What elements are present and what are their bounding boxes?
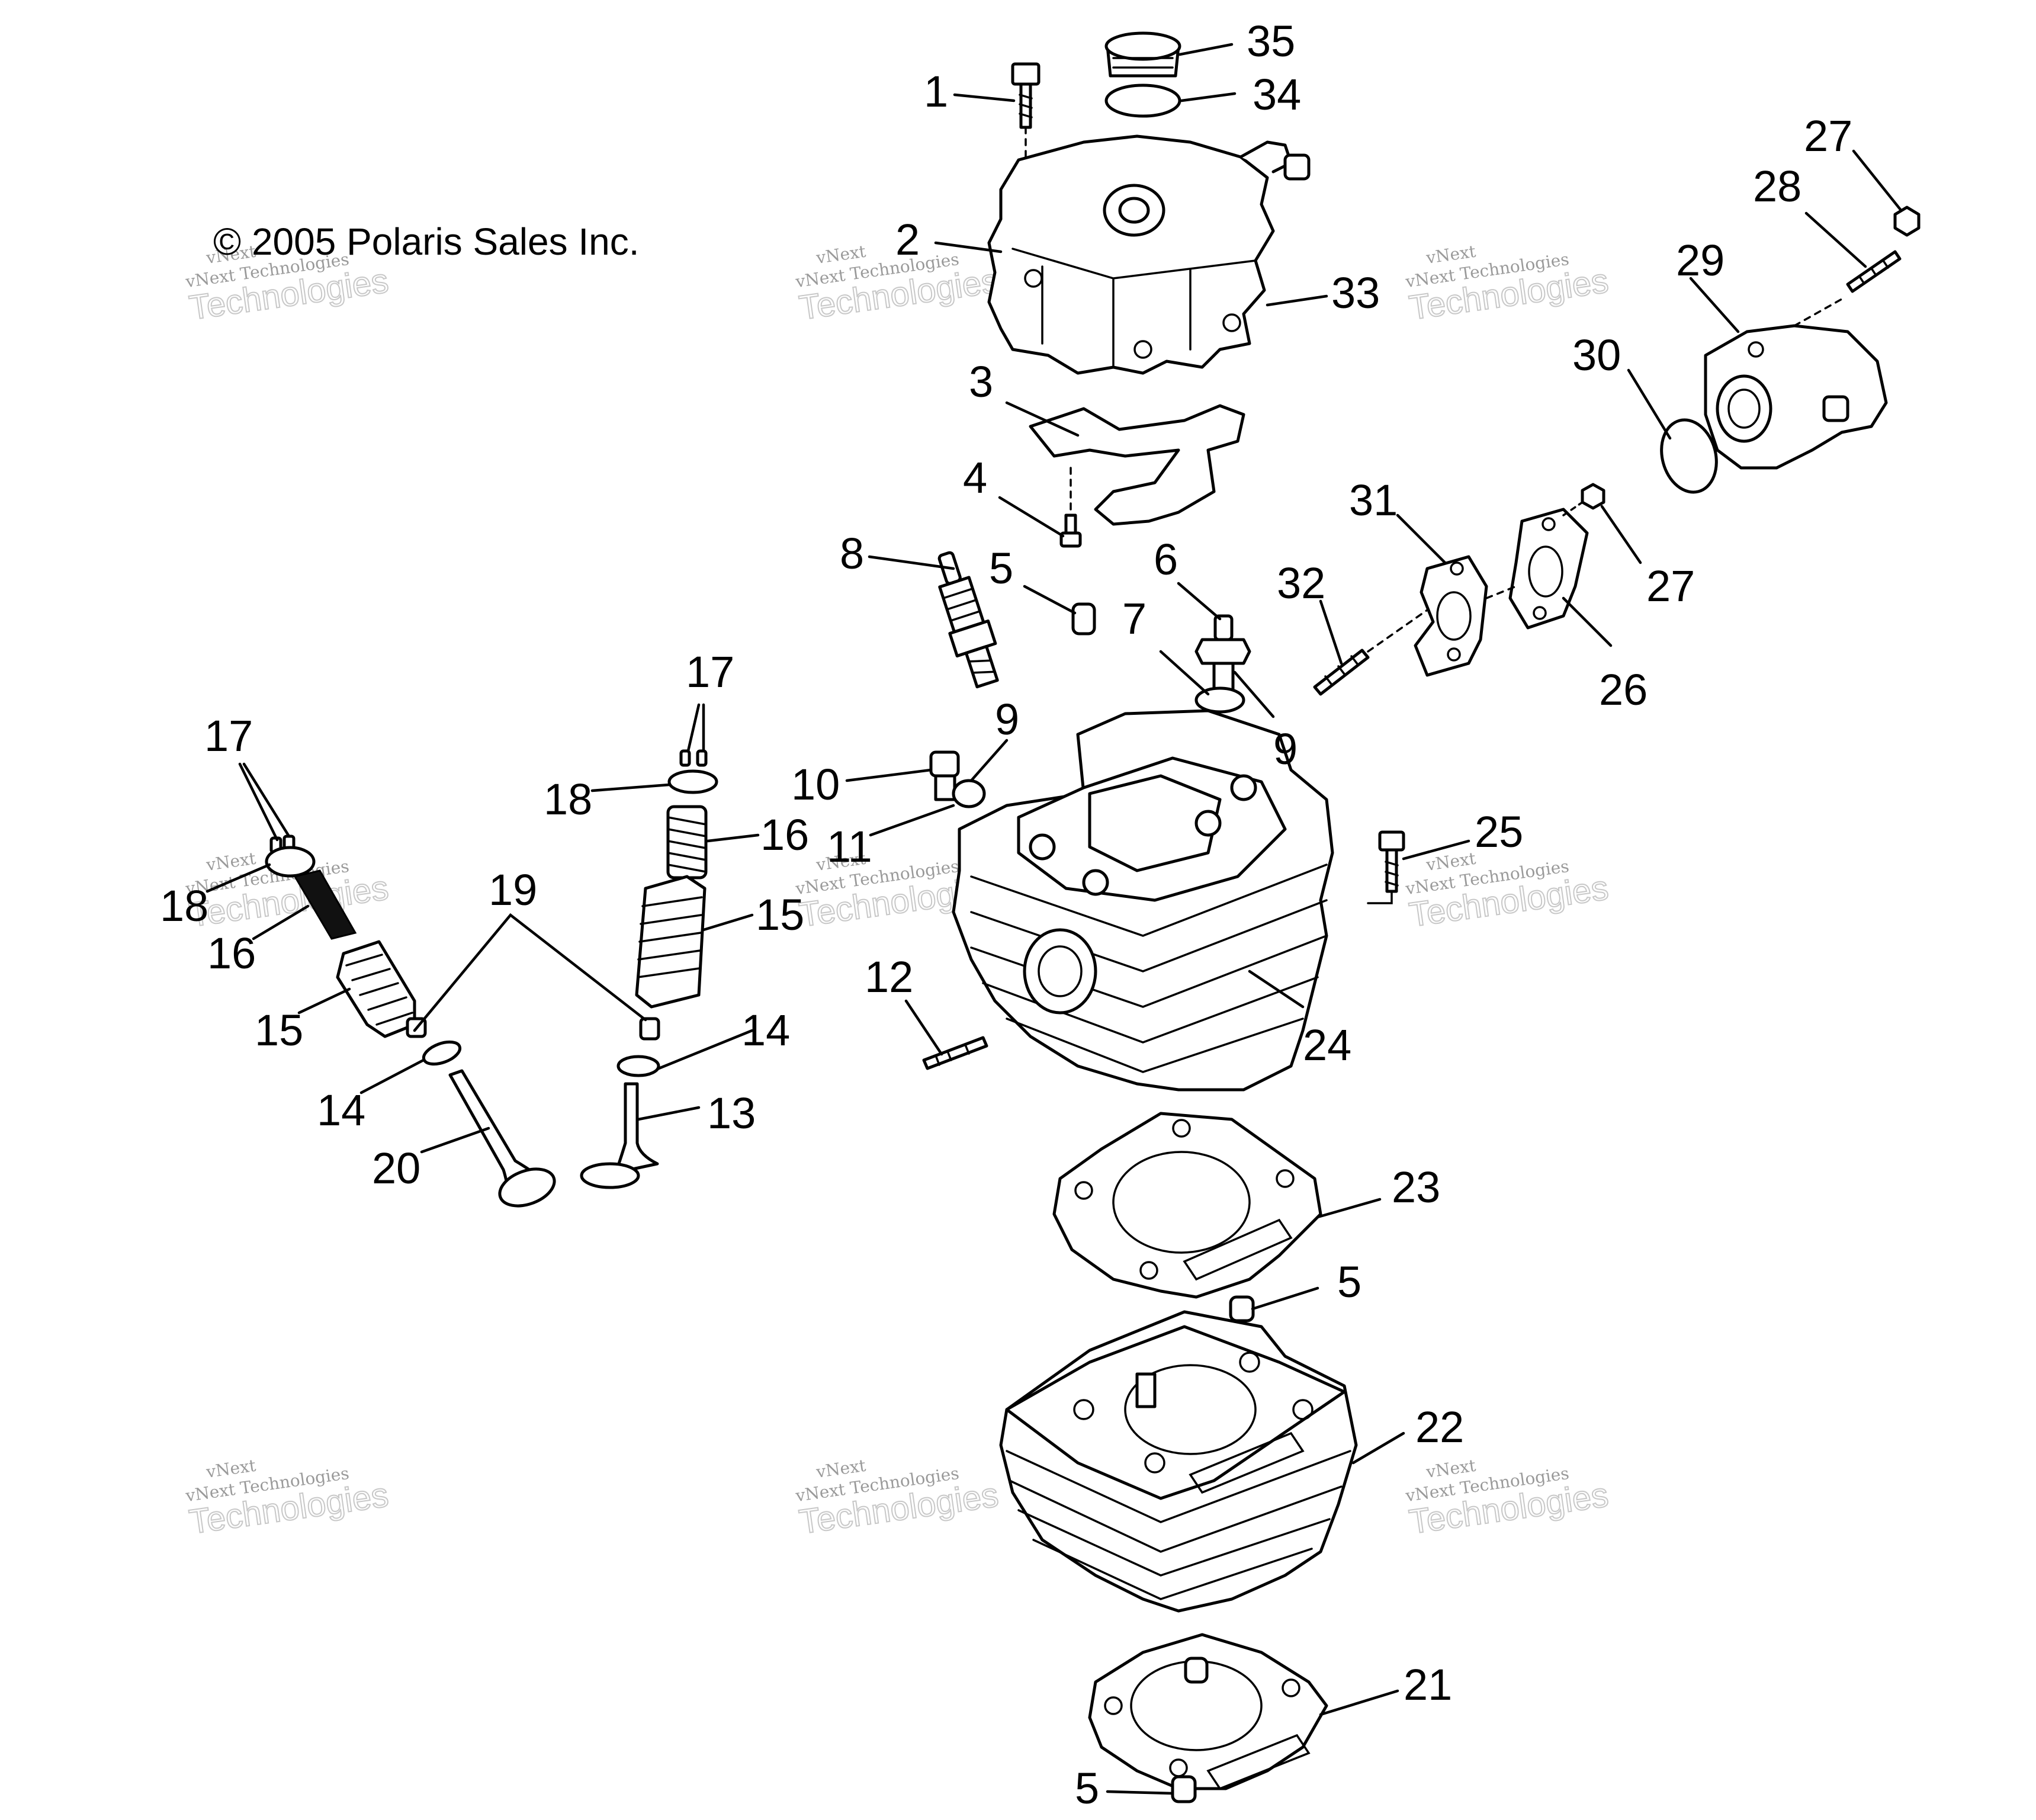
watermark-low-left: vNext vNext Technologies Technologies [184, 1456, 391, 1542]
callout-14-left: 14 [317, 1086, 365, 1135]
part-6-sensor [1194, 614, 1251, 692]
callout-8: 8 [840, 529, 864, 578]
callout-14-right: 14 [741, 1006, 790, 1055]
callout-6: 6 [1154, 535, 1178, 584]
part-35-filler-cap [1104, 31, 1181, 78]
part-24-cylinder-head [952, 709, 1334, 1092]
part-34-o-ring [1104, 84, 1181, 118]
part-21-base-gasket [1088, 1633, 1328, 1790]
part-3-gasket [1029, 404, 1245, 526]
callout-27-lower: 27 [1646, 561, 1695, 611]
callout-24: 24 [1303, 1020, 1351, 1070]
callout-32: 32 [1277, 558, 1325, 608]
callout-16-right: 16 [760, 810, 809, 859]
callout-17-left: 17 [204, 711, 253, 760]
callout-29: 29 [1676, 236, 1725, 285]
part-13-valve-intake [580, 1082, 659, 1189]
callout-4: 4 [963, 453, 987, 502]
callout-33: 33 [1331, 268, 1380, 317]
callout-23: 23 [1392, 1163, 1440, 1212]
part-16-inner-spring-left [293, 869, 357, 940]
part-4-bolt [1059, 467, 1082, 548]
callout-21: 21 [1404, 1660, 1452, 1709]
part-26-insulator [1485, 508, 1589, 630]
part-5-dowel-middle [1229, 1295, 1255, 1323]
callout-15-right: 15 [756, 890, 804, 939]
callout-9-left: 9 [995, 695, 1019, 744]
callout-22: 22 [1415, 1402, 1464, 1452]
part-22-cylinder [999, 1310, 1358, 1613]
callout-1: 1 [924, 67, 948, 116]
callout-5-upper: 5 [989, 544, 1013, 593]
callout-17-right: 17 [686, 647, 734, 696]
callout-18-left: 18 [160, 881, 208, 930]
callout-25: 25 [1475, 807, 1523, 856]
callout-2: 2 [895, 215, 920, 264]
callout-5-lower: 5 [1075, 1764, 1099, 1813]
part-27-nut-upper [1893, 206, 1921, 237]
part-30-o-ring [1660, 418, 1718, 494]
callout-13: 13 [707, 1089, 756, 1138]
part-28-stud [1846, 250, 1902, 293]
part-19-seal-right [639, 1017, 660, 1041]
part-7-washer [1194, 686, 1245, 714]
watermark-top-right: vNext vNext Technologies Technologies [1404, 242, 1611, 328]
callout-10: 10 [791, 760, 840, 809]
part-18-retainer-left [265, 846, 316, 878]
callout-26: 26 [1599, 665, 1648, 714]
part-12-stud [922, 1036, 988, 1070]
part-31-gasket [1414, 555, 1488, 677]
watermark-low-center: vNext vNext Technologies Technologies [794, 1456, 1001, 1542]
part-15-outer-spring-left [336, 940, 416, 1038]
part-25-bolt [1367, 830, 1405, 904]
part-27-nut-lower [1581, 483, 1605, 510]
callout-9-right: 9 [1273, 724, 1298, 773]
callout-30: 30 [1572, 330, 1621, 380]
callout-3: 3 [969, 357, 993, 406]
part-17-keepers-right [679, 749, 708, 767]
callout-7: 7 [1122, 594, 1147, 643]
leader-lines [205, 43, 1903, 1795]
watermark-low-right: vNext vNext Technologies Technologies [1404, 1456, 1611, 1542]
callout-11: 11 [827, 822, 872, 871]
part-8-spark-plug [937, 551, 999, 689]
callout-28: 28 [1753, 162, 1801, 211]
part-16-inner-spring-right [666, 805, 708, 879]
part-1-bolt [1011, 62, 1041, 161]
part-14-washer-left [422, 1040, 462, 1066]
callout-18-right: 18 [544, 775, 592, 824]
callout-31: 31 [1349, 476, 1398, 525]
callout-16-left: 16 [207, 929, 256, 978]
part-29-intake-pipe [1704, 298, 1888, 470]
callout-20: 20 [372, 1144, 420, 1193]
callout-35: 35 [1247, 17, 1295, 66]
part-2-valve-cover [987, 134, 1311, 375]
callout-19: 19 [489, 865, 537, 914]
part-18-retainer-right [667, 769, 718, 794]
callout-labels: 1 2 3 4 5 8 6 7 9 9 10 11 12 24 25 32 31… [160, 17, 1852, 1813]
part-23-head-gasket [1052, 1112, 1322, 1299]
callout-27-upper: 27 [1804, 111, 1852, 161]
part-5-dowel-upper [1071, 602, 1096, 635]
part-5-dowel-lower [1171, 1775, 1197, 1803]
callout-12: 12 [865, 952, 913, 1002]
part-14-washer-right [616, 1055, 660, 1077]
part-32-stud [1313, 609, 1428, 696]
copyright-notice: © 2005 Polaris Sales Inc. [213, 220, 640, 263]
callout-15-left: 15 [255, 1006, 303, 1055]
callout-34: 34 [1253, 70, 1301, 119]
part-11-o-ring [952, 779, 986, 808]
callout-5-middle: 5 [1337, 1257, 1361, 1307]
part-15-outer-spring-right [635, 875, 707, 1009]
part-20-valve-exhaust [448, 1069, 556, 1208]
